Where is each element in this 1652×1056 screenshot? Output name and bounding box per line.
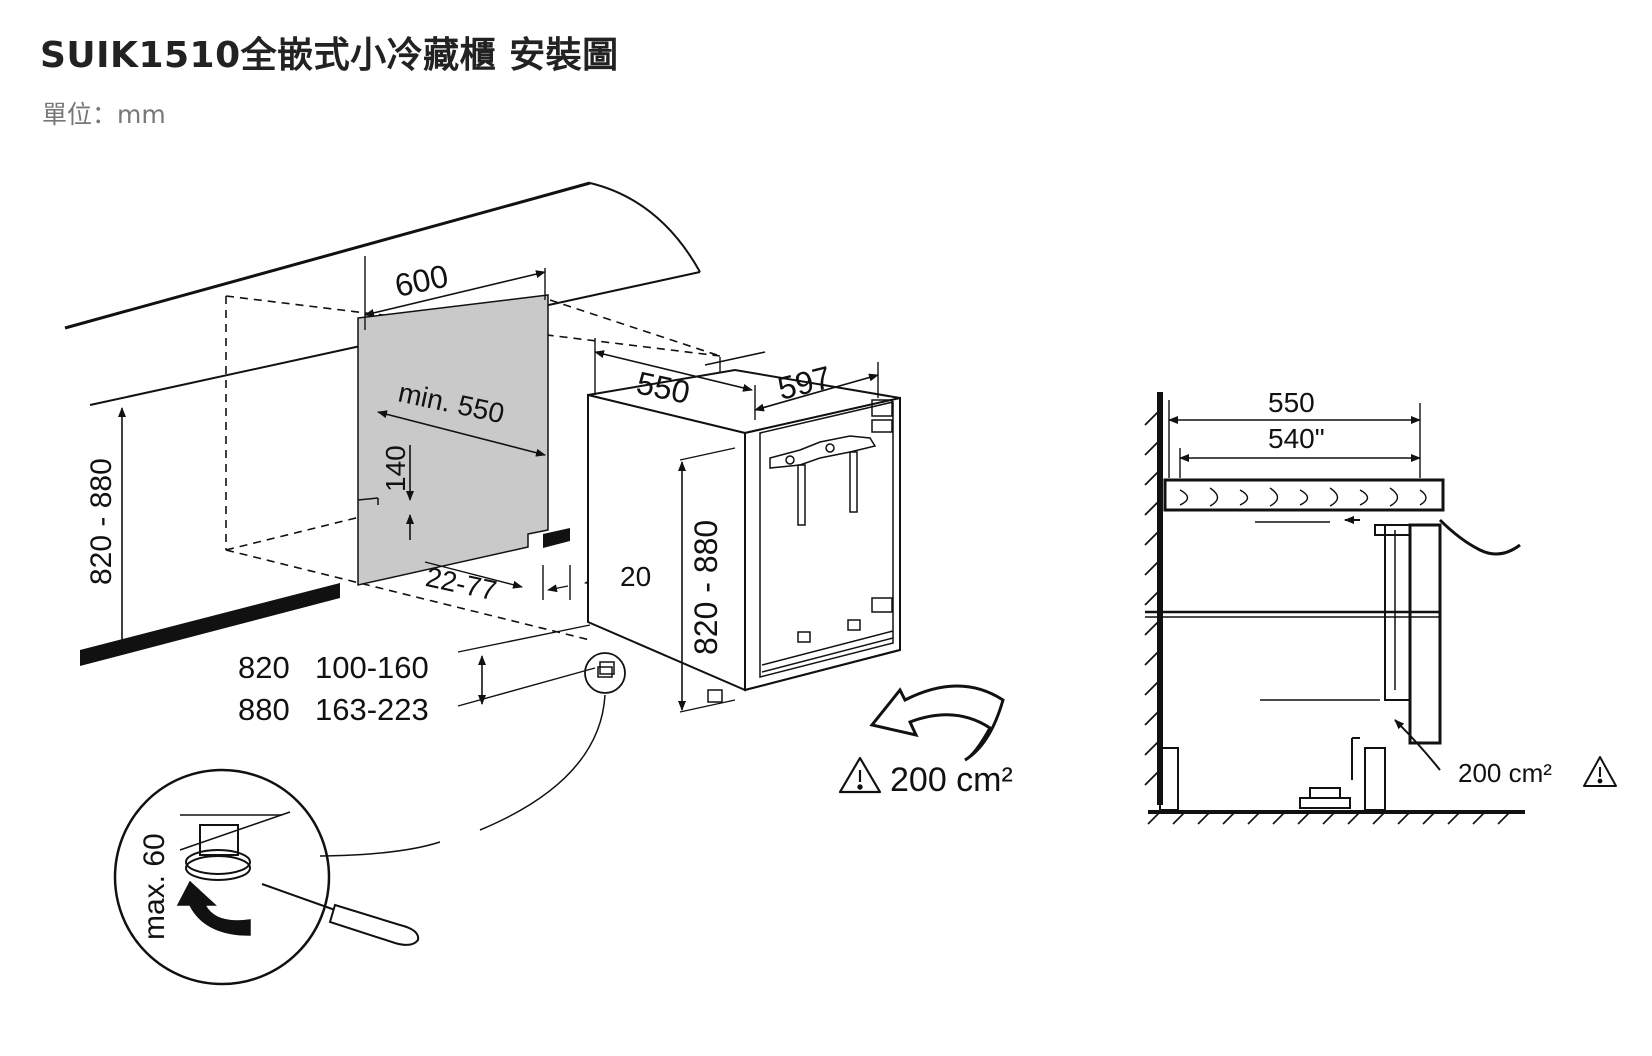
side-vent-area-label: 200 cm² [1458,758,1552,788]
appliance-body [587,368,901,692]
side-view [1144,392,1525,825]
main-vent-area-label: 200 cm² [890,761,1013,799]
side-view-labels: 550 540" 200 cm² [1268,387,1617,788]
appliance-feet [599,661,723,703]
page-title: SUIK1510全嵌式小冷藏櫃 安裝圖 [40,35,619,76]
niche-height-label: 820 - 880 [85,458,118,585]
plinth-setback-label: 22-77 [423,561,500,606]
door-hardware [761,399,894,673]
plinth-gap-label: 20 [620,561,651,592]
foot-detail-marker [584,652,626,694]
side-depth-inner-label: 540" [1268,423,1325,454]
unit-label: 單位：mm [42,100,166,129]
plinth-row1-range: 100-160 [315,650,429,685]
warning-icon [838,756,882,794]
plinth-strip-right [543,528,570,548]
side-depth-outer-label: 550 [1268,387,1315,418]
plinth-row2-range: 163-223 [315,692,429,727]
rotate-arrow-icon [176,880,251,936]
airflow-arrow-icon [869,684,1005,762]
foot-adjust-label: max. 60 [138,833,171,940]
niche-back-panel [357,294,549,586]
plinth-row2-height: 880 [238,692,290,727]
main-view-labels: 600 min. 550 140 820 - 880 22-77 20 550 … [85,258,835,940]
side-warning-icon [1583,756,1617,787]
socket-height-label: 140 [380,445,411,492]
main-vent-warning: 200 cm² [838,756,1013,799]
plinth-strip-left [80,583,340,666]
plinth-row1-height: 820 [238,650,290,685]
screwdriver-icon [328,903,420,946]
side-worktop [1163,478,1445,512]
main-view [64,181,1005,857]
foot-zoom-detail [113,768,420,986]
side-door [1408,523,1442,745]
appliance-height-label: 820 - 880 [688,520,724,655]
